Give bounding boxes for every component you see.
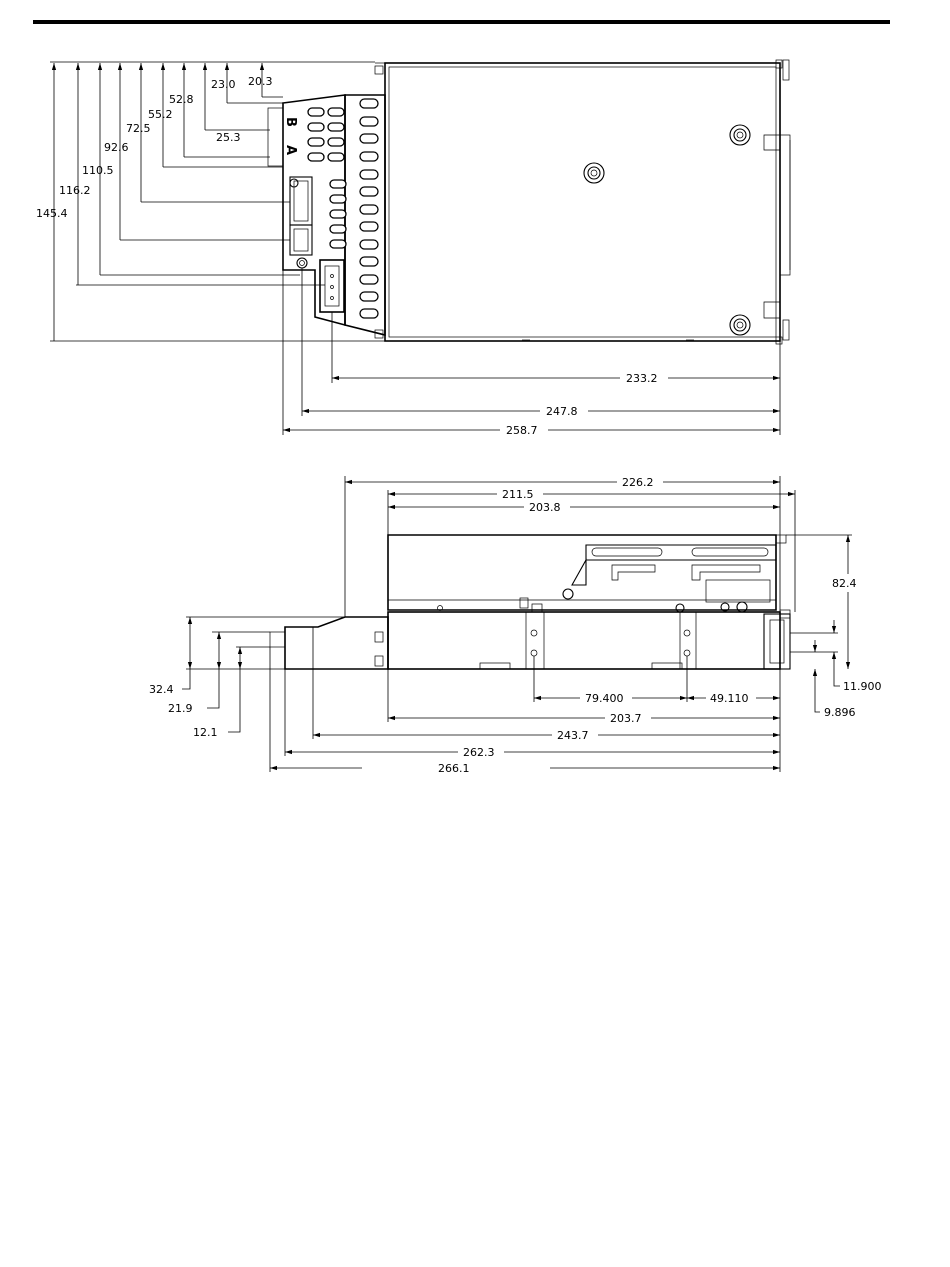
connector-label-a: A (283, 145, 298, 155)
connector-label-b: B (283, 117, 298, 127)
top-view-dimension-labels: 145.4 116.2 110.5 92.6 72.5 55.2 52.8 23… (36, 75, 658, 437)
dim-label-247-8: 247.8 (546, 405, 578, 418)
dim-label-32-4: 32.4 (149, 683, 174, 696)
side-view-dimension-labels: 226.2 211.5 203.8 82.4 32.4 21.9 12.1 79… (149, 476, 882, 775)
dim-label-203-7: 203.7 (610, 712, 642, 725)
dim-label-55-2: 55.2 (148, 108, 173, 121)
top-view: B A (36, 60, 790, 437)
dim-label-116-2: 116.2 (59, 184, 91, 197)
dim-label-11-900: 11.900 (843, 680, 882, 693)
signal-connector-upper (290, 177, 312, 225)
power-connector (320, 260, 344, 312)
dim-label-92-6: 92.6 (104, 141, 129, 154)
side-view: 226.2 211.5 203.8 82.4 32.4 21.9 12.1 79… (149, 476, 882, 775)
dim-label-110-5: 110.5 (82, 164, 114, 177)
dim-label-79-400: 79.400 (585, 692, 624, 705)
signal-connector-lower (290, 225, 312, 255)
dim-label-266-1: 266.1 (438, 762, 470, 775)
top-view-front-bezel: B A (268, 95, 385, 335)
dim-label-145-4: 145.4 (36, 207, 68, 220)
dim-label-20-3: 20.3 (248, 75, 273, 88)
dim-label-258-7: 258.7 (506, 424, 538, 437)
dim-label-226-2: 226.2 (622, 476, 654, 489)
dim-label-52-8: 52.8 (169, 93, 194, 106)
dim-label-262-3: 262.3 (463, 746, 495, 759)
dim-label-82-4: 82.4 (832, 577, 857, 590)
dim-label-23-0: 23.0 (211, 78, 236, 91)
side-view-bottom-dims (270, 698, 780, 768)
dim-label-233-2: 233.2 (626, 372, 658, 385)
top-view-horizontal-dims (283, 378, 780, 430)
dim-label-12-1: 12.1 (193, 726, 218, 739)
dim-label-49-110: 49.110 (710, 692, 749, 705)
dim-label-203-8: 203.8 (529, 501, 561, 514)
dim-label-211-5: 211.5 (502, 488, 534, 501)
dim-label-243-7: 243.7 (557, 729, 589, 742)
top-view-enclosure (375, 60, 790, 344)
dim-label-21-9: 21.9 (168, 702, 193, 715)
dim-label-72-5: 72.5 (126, 122, 151, 135)
side-view-enclosure (270, 535, 790, 669)
side-view-extension-lines (186, 476, 852, 772)
dim-label-25-3: 25.3 (216, 131, 241, 144)
dim-label-9-896: 9.896 (824, 706, 856, 719)
side-view-top-dims (345, 482, 795, 507)
